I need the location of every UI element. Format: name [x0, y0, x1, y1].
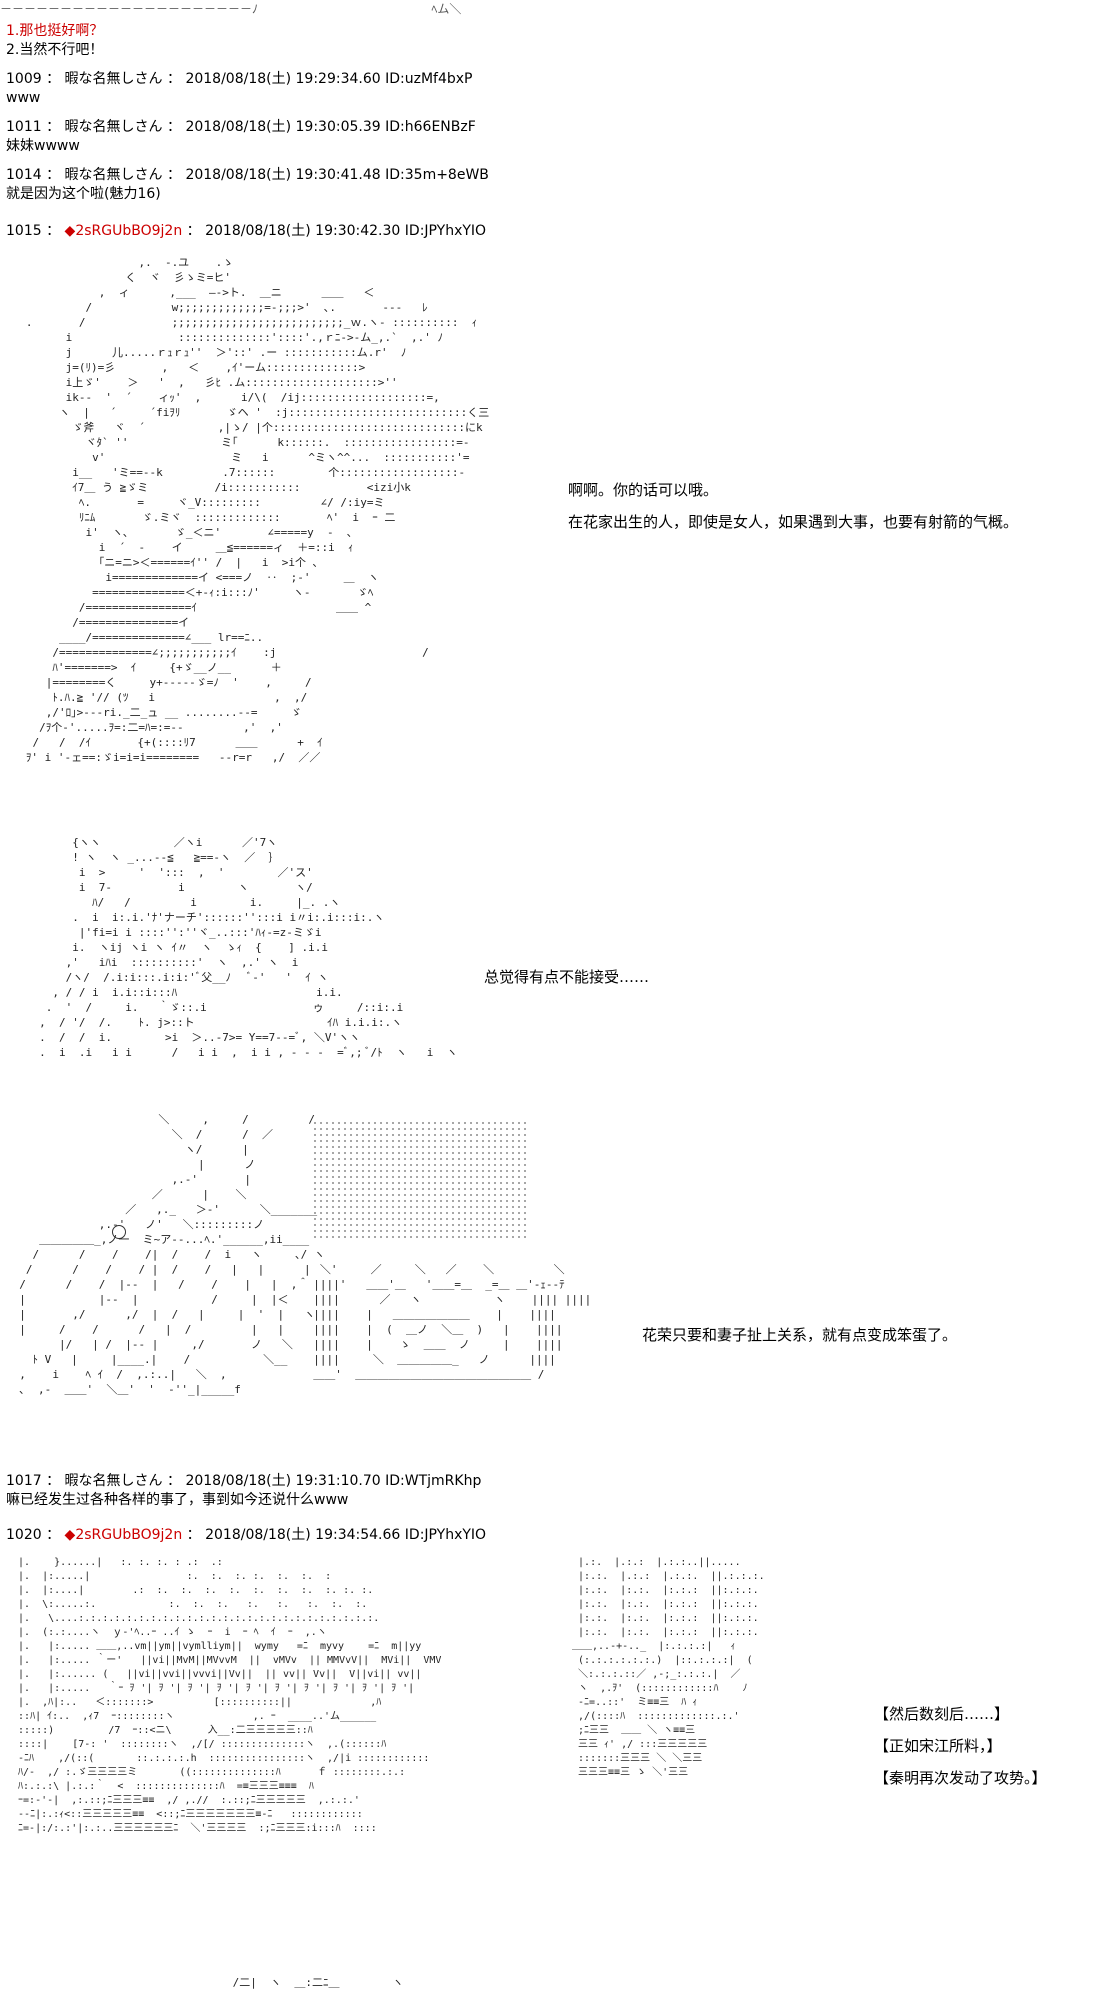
poster-id[interactable]: ID:35m+8eWB	[385, 167, 489, 183]
post-date: 2018/08/18(土) 19:34:54.66	[205, 1527, 401, 1543]
post-date: 2018/08/18(土) 19:30:05.39	[185, 119, 381, 135]
ascii-art-scene-3: ＼ , / / ＼ / / ／ ヽ/ | | ノ ,.-' | ／	[19, 1113, 325, 1396]
post-1011: 1011 ： 暇な名無しさん ： 2018/08/18(土) 19:30:05.…	[6, 118, 476, 156]
circle-mark	[112, 1225, 126, 1239]
post-header: 1017 ： 暇な名無しさん ： 2018/08/18(土) 19:31:10.…	[6, 1473, 482, 1489]
ascii-art-character-1: ,. -.ユ .ゝ く ヾ 彡ゝミ=ヒ' , ィ ,___ ―‐>ト. ＿ニ ＿…	[25, 256, 490, 764]
post-date: 2018/08/18(土) 19:30:42.30	[205, 223, 401, 239]
post-header: 1020 ： ◆2sRGUbBO9j2n ： 2018/08/18(土) 19:…	[6, 1527, 487, 1543]
ascii-art-bottom-fragment: /二| ヽ ＿:二ﾆ＿ ヽ	[120, 1976, 404, 1989]
poster-name: 暇な名無しさん	[64, 1473, 163, 1489]
post-date: 2018/08/18(土) 19:31:10.70	[185, 1473, 381, 1489]
dialogue-line: 啊啊。你的话可以哦。	[568, 481, 719, 499]
op-tripcode: 2sRGUbBO9j2n	[75, 1527, 183, 1543]
post-body: 妹妹wwww	[6, 138, 80, 154]
choice-option-2: 2.当然不行吧！	[6, 42, 104, 58]
ascii-art-army-scene-right: |.:. |.:.: |.:.:..||..... |:.:. |.:.: |.…	[572, 1557, 765, 1778]
poster-name: 暇な名無しさん	[64, 71, 163, 87]
post-number[interactable]: 1011	[6, 119, 42, 135]
narration-box: 【然后数刻后……】【正如宋江所料，】【秦明再次发动了攻势。】	[874, 1698, 1047, 1794]
choice-list: 1.那也挺好啊？ 2.当然不行吧！	[6, 22, 103, 60]
post-header: 1014 ： 暇な名無しさん ： 2018/08/18(土) 19:30:41.…	[6, 167, 489, 183]
poster-id[interactable]: ID:uzMf4bxP	[385, 71, 473, 87]
narration-line: 【然后数刻后……】	[874, 1705, 1010, 1723]
post-body: www	[6, 90, 41, 106]
post-date: 2018/08/18(土) 19:30:41.48	[185, 167, 381, 183]
trip-diamond-icon: ◆	[64, 223, 76, 239]
dialogue-line: 在花家出生的人，即使是女人，如果遇到大事，也要有射箭的气概。	[568, 513, 1019, 531]
post-number[interactable]: 1015	[6, 223, 42, 239]
post-1020: 1020 ： ◆2sRGUbBO9j2n ： 2018/08/18(土) 19:…	[6, 1526, 486, 1545]
post-1017: 1017 ： 暇な名無しさん ： 2018/08/18(土) 19:31:10.…	[6, 1472, 481, 1510]
op-tripcode: 2sRGUbBO9j2n	[75, 223, 183, 239]
post-header: 1011 ： 暇な名無しさん ： 2018/08/18(土) 19:30:05.…	[6, 119, 476, 135]
choice-option-1: 1.那也挺好啊？	[6, 23, 104, 39]
post-body: 就是因为这个啦(魅力16)	[6, 186, 161, 202]
post-date: 2018/08/18(土) 19:29:34.60	[185, 71, 381, 87]
post-number[interactable]: 1017	[6, 1473, 42, 1489]
poster-id[interactable]: ID:JPYhxYIO	[404, 223, 487, 239]
narration-line: 【正如宋江所料，】	[874, 1737, 1002, 1755]
post-header: 1015 ： ◆2sRGUbBO9j2n ： 2018/08/18(土) 19:…	[6, 223, 487, 239]
poster-name: 暇な名無しさん	[64, 119, 163, 135]
post-1014: 1014 ： 暇な名無しさん ： 2018/08/18(土) 19:30:41.…	[6, 166, 489, 204]
post-1009: 1009 ： 暇な名無しさん ： 2018/08/18(土) 19:29:34.…	[6, 70, 473, 108]
poster-id[interactable]: ID:h66ENBzF	[385, 119, 476, 135]
poster-id[interactable]: ID:WTjmRKhp	[385, 1473, 482, 1489]
post-number[interactable]: 1014	[6, 167, 42, 183]
post-header: 1009 ： 暇な名無しさん ： 2018/08/18(土) 19:29:34.…	[6, 71, 473, 87]
dialogue-1: 啊啊。你的话可以哦。在花家出生的人，即使是女人，如果遇到大事，也要有射箭的气概。	[568, 479, 1018, 533]
trip-diamond-icon: ◆	[64, 1527, 76, 1543]
post-number[interactable]: 1020	[6, 1527, 42, 1543]
dialogue-2: 总觉得有点不能接受……	[484, 968, 650, 986]
narration-line: 【秦明再次发动了攻势。】	[874, 1769, 1047, 1787]
poster-id[interactable]: ID:JPYhxYIO	[404, 1527, 487, 1543]
screentone-area	[312, 1120, 530, 1242]
ascii-art-character-2: {ヽヽ ／ヽi ／'7ヽ ! ヽ ヽ _...-‐≦ ≧==-ヽ ／ ｝ i >…	[39, 836, 458, 1059]
top-separator: －－－－－－－－－－－－－－－－－－－－－ﾉ ﾍム＼	[0, 2, 462, 16]
ascii-art-face-3: ＼' ／ ＼ ／ ＼ ＼ ||||' ＿＿'＿ '＿＿=＿ _=＿ ＿'-ｪ--…	[313, 1263, 592, 1381]
post-body: 嘛已经发生过各种各样的事了，事到如今还说什么www	[6, 1492, 349, 1508]
poster-name: 暇な名無しさん	[64, 167, 163, 183]
ascii-art-army-scene: |. }......| :. :. :. : .: .: |. |:.....|…	[18, 1557, 442, 1834]
post-1015: 1015 ： ◆2sRGUbBO9j2n ： 2018/08/18(土) 19:…	[6, 222, 486, 241]
dialogue-3: 花荣只要和妻子扯上关系，就有点变成笨蛋了。	[642, 1326, 958, 1344]
post-number[interactable]: 1009	[6, 71, 42, 87]
